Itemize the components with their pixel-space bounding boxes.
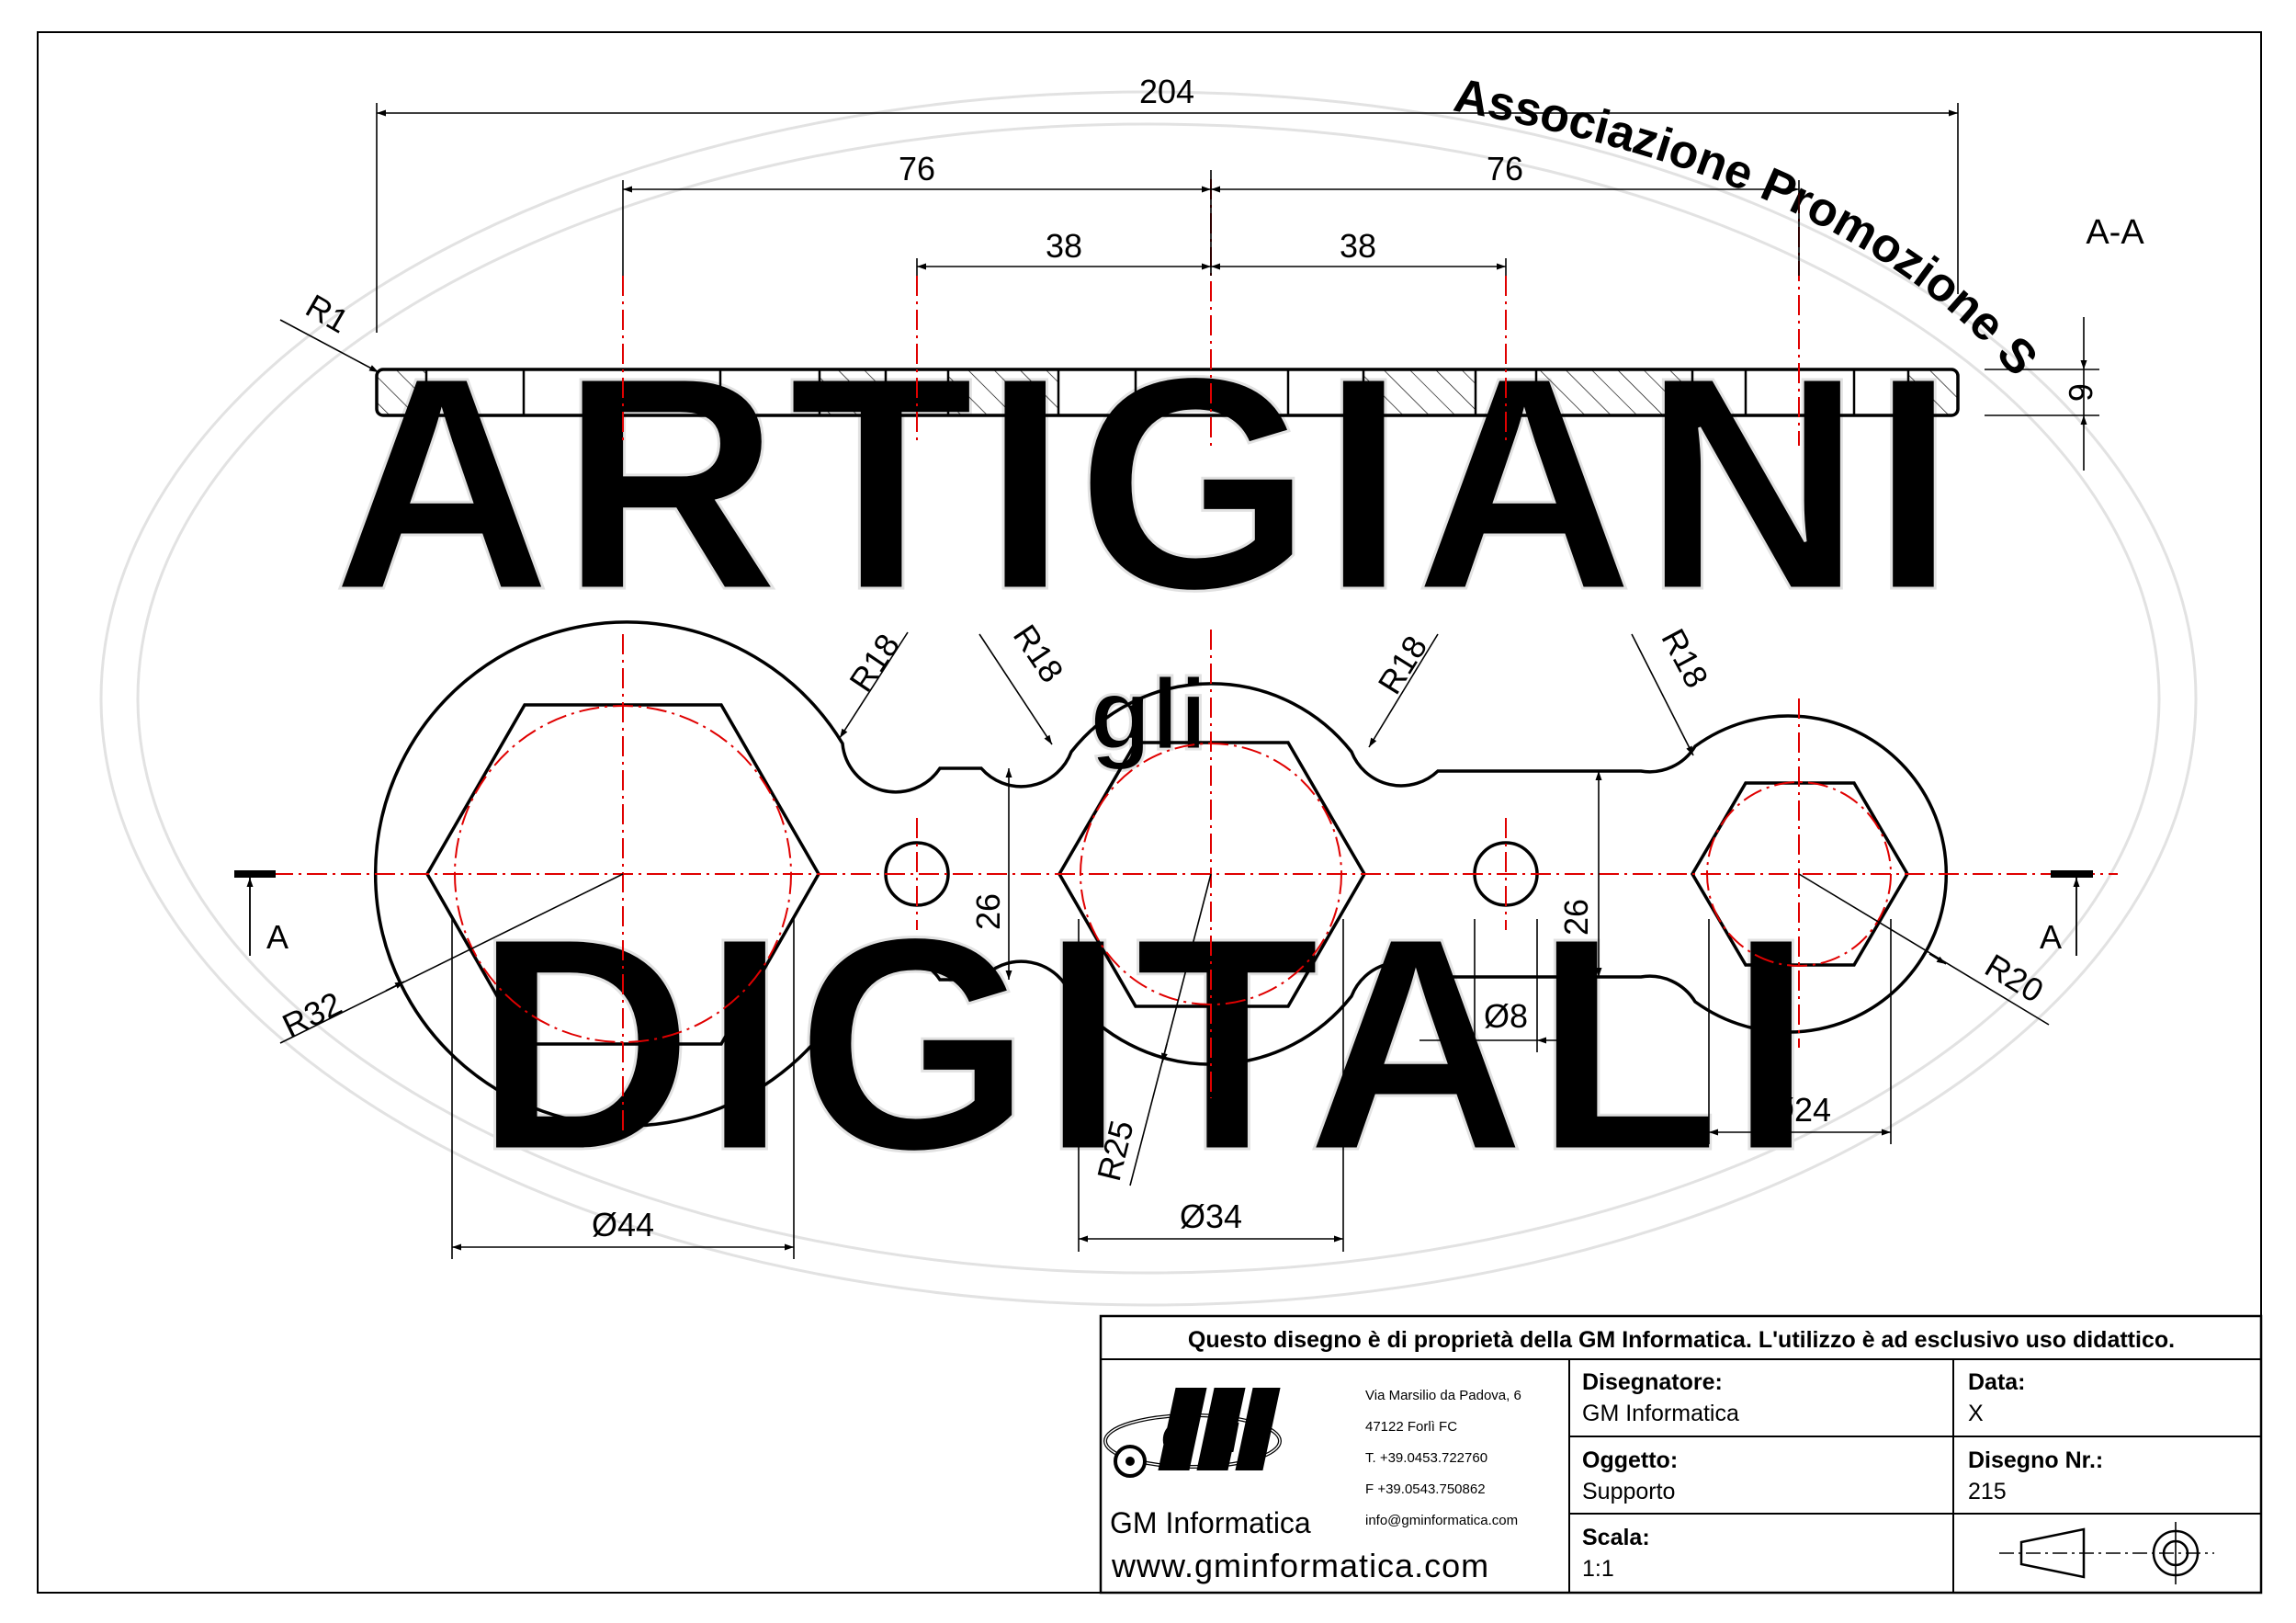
dim-38-right-text: 38	[1340, 227, 1376, 265]
dim-r1-leader	[279, 319, 379, 373]
title-block: Questo disegno è di proprietà della GM I…	[1099, 1314, 2263, 1595]
watermark: Associazione Promozione Sociale ARTIGIAN…	[0, 0, 2198, 1307]
projection-symbol-icon	[1999, 1522, 2214, 1584]
part-outline	[373, 620, 1949, 1128]
object-label: Oggetto:	[1582, 1447, 1678, 1473]
address-email: info@gminformatica.com	[1365, 1513, 1518, 1528]
dim-76-right-text: 76	[1487, 150, 1523, 187]
cut-label-left: A	[266, 918, 288, 956]
dim-38-left-text: 38	[1046, 227, 1082, 265]
designer-label: Disegnatore:	[1582, 1369, 1723, 1395]
scale-label: Scala:	[1582, 1525, 1650, 1550]
dim-thickness-text: 6	[2062, 383, 2099, 402]
address-phone: T. +39.0453.722760	[1365, 1450, 1487, 1466]
dim-26-right-text: 26	[1557, 899, 1595, 936]
dim-hole-text: Ø8	[1484, 997, 1528, 1035]
section-label: A-A	[2086, 213, 2144, 252]
plan-view: A A	[234, 620, 2118, 1130]
dim-hex-mid-text: Ø34	[1180, 1197, 1242, 1235]
address-fax: F +39.0543.750862	[1365, 1481, 1486, 1497]
date-label: Data:	[1968, 1369, 2026, 1395]
watermark-middle-word: gli	[1090, 658, 1207, 771]
section-outline	[375, 368, 1960, 417]
dim-26-left-text: 26	[969, 893, 1007, 930]
dim-r18-b-leader	[978, 633, 1053, 745]
dim-r20-text: R20	[1979, 947, 2051, 1010]
watermark-top-word: ARTIGIANI	[333, 313, 1965, 653]
dim-204-text: 204	[1139, 73, 1194, 110]
dim-r32-text: R32	[277, 984, 347, 1045]
object-value: Supporto	[1582, 1479, 1675, 1504]
dim-r18-d-leader	[1631, 633, 1694, 756]
dim-r25-leader	[1129, 873, 1212, 1186]
dim-hex-small-text: Ø24	[1769, 1091, 1831, 1129]
dim-r18-c-leader	[1368, 633, 1439, 748]
dim-hex-large-text: Ø44	[592, 1206, 654, 1243]
address-street: Via Marsilio da Padova, 6	[1365, 1388, 1521, 1403]
dim-76-left-text: 76	[899, 150, 935, 187]
cutting-plane-markers: A A	[234, 870, 2093, 956]
logo-text: GMI	[1161, 1413, 1269, 1461]
scale-value: 1:1	[1582, 1556, 1614, 1582]
company-website: www.gminformatica.com	[1111, 1547, 1489, 1584]
section-hatching	[377, 369, 1958, 415]
dim-r20-leader	[1798, 873, 2050, 1026]
designer-value: GM Informatica	[1582, 1401, 1739, 1426]
company-logo: GMI	[1103, 1388, 1282, 1478]
drawing-number-label: Disegno Nr.:	[1968, 1447, 2103, 1473]
section-dimensions: 204 76 76 38 38 6 R1	[279, 73, 2099, 471]
cut-label-right: A	[2040, 918, 2062, 956]
plan-centerlines	[239, 630, 2118, 1130]
title-block-notice: Questo disegno è di proprietà della GM I…	[1188, 1327, 2175, 1353]
company-name: GM Informatica	[1110, 1506, 1311, 1539]
drawing-number-value: 215	[1968, 1479, 2007, 1504]
date-value: X	[1968, 1401, 1984, 1426]
dim-r18-a-leader	[839, 631, 909, 739]
section-hole-edges	[424, 369, 1910, 415]
address-city: 47122 Forlì FC	[1365, 1419, 1457, 1435]
